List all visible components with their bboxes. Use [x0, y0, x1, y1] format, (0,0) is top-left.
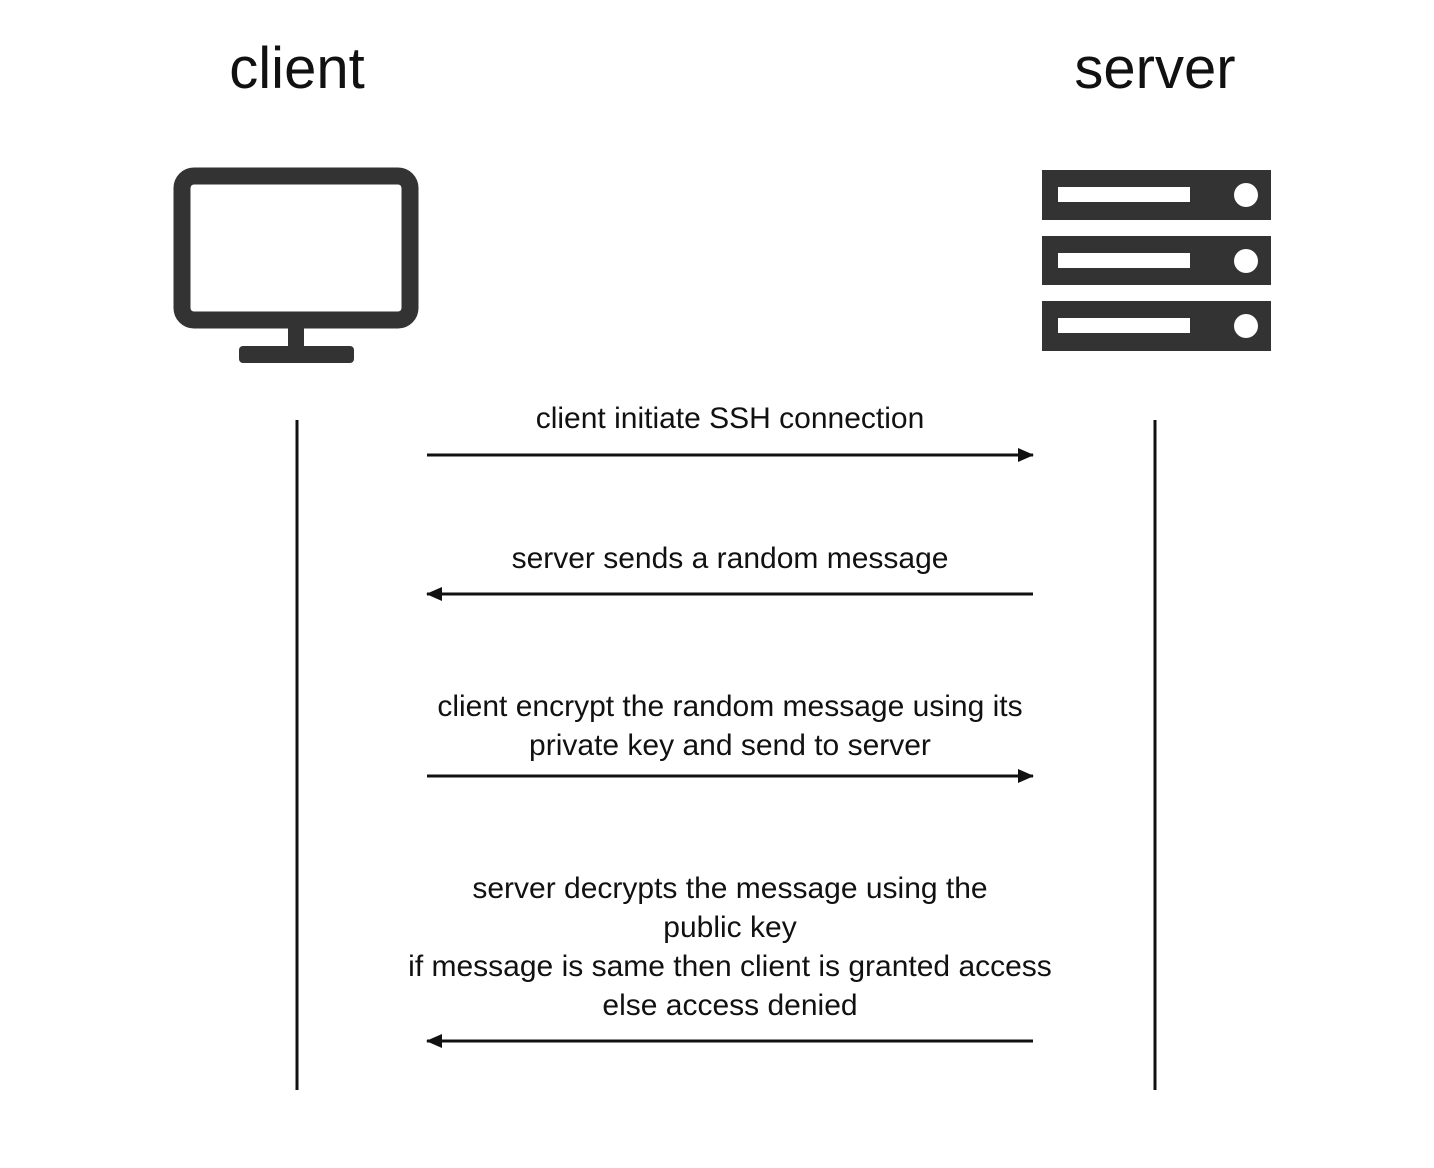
server-title: server [1074, 36, 1236, 101]
monitor-icon [173, 167, 419, 363]
message-label-3: client encrypt the random message using … [437, 690, 1023, 762]
server-rack-icon [1042, 170, 1271, 351]
message-label-4: server decrypts the message using the pu… [408, 872, 1052, 1022]
message-label-1: client initiate SSH connection [535, 402, 925, 435]
message-label-2: server sends a random message [511, 542, 949, 575]
client-title: client [229, 36, 365, 101]
